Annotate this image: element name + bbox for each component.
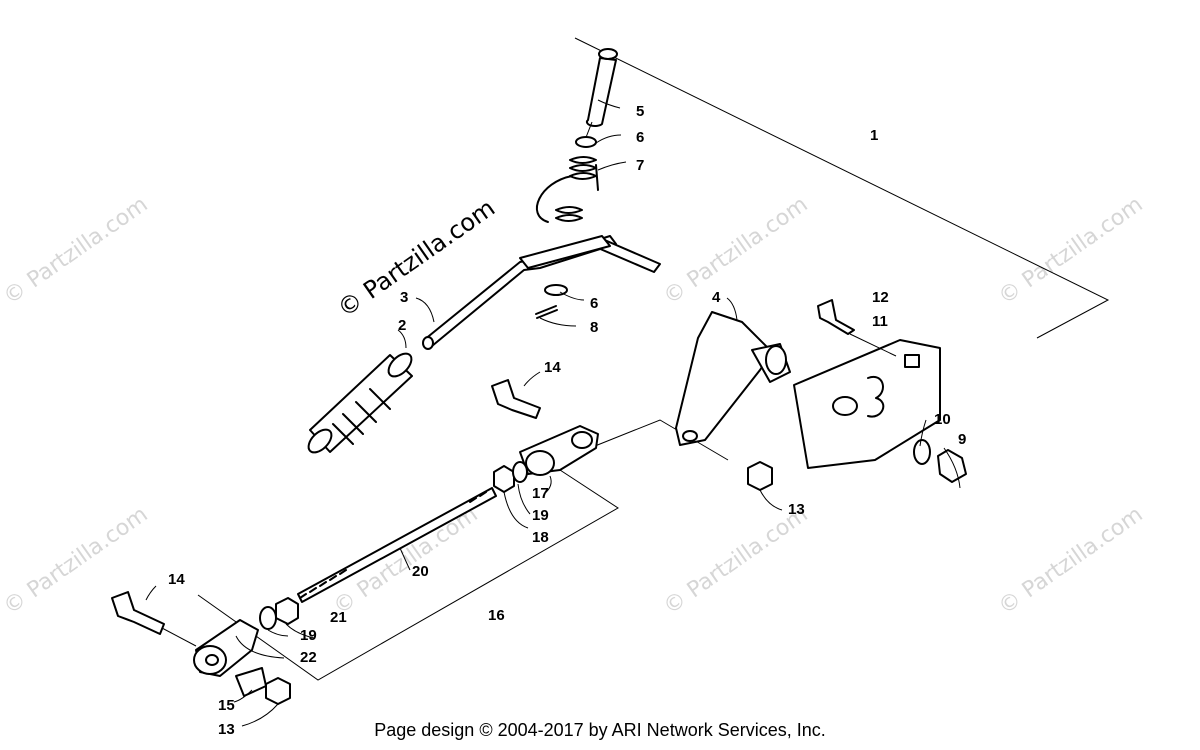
callout-8: 8 bbox=[590, 319, 598, 336]
callout-22: 22 bbox=[300, 649, 317, 666]
callout-12: 12 bbox=[872, 289, 889, 306]
centerline-rod-end bbox=[589, 419, 729, 461]
callouts: 1 2 3 4 5 6 6 7 8 9 10 11 12 13 13 14 14… bbox=[168, 103, 966, 738]
watermark-repeat: © Partzilla.com bbox=[994, 192, 1147, 310]
bolt-12 bbox=[817, 299, 897, 357]
callout-7: 7 bbox=[636, 157, 644, 174]
washer-upper bbox=[575, 136, 597, 148]
callout-17: 17 bbox=[532, 485, 549, 502]
rod-end-17 bbox=[519, 425, 599, 476]
mounting-plate bbox=[793, 339, 941, 469]
leader-lines bbox=[145, 99, 961, 727]
pedal-grip bbox=[307, 352, 413, 454]
torsion-spring bbox=[535, 156, 599, 223]
callout-15: 15 bbox=[218, 697, 235, 714]
nut-13-upper bbox=[747, 461, 773, 491]
assembly-bracket-1 bbox=[574, 37, 1110, 339]
threaded-rod bbox=[297, 487, 497, 603]
nut-13-lower bbox=[265, 677, 291, 705]
callout-11: 11 bbox=[872, 313, 888, 330]
callout-5: 5 bbox=[636, 103, 644, 120]
page-footer: Page design © 2004-2017 by ARI Network S… bbox=[374, 720, 826, 740]
callout-18: 18 bbox=[532, 529, 549, 546]
rod-end-22 bbox=[193, 619, 259, 677]
callout-2: 2 bbox=[398, 317, 406, 334]
cotter-pin bbox=[535, 305, 558, 319]
watermark-repeat: © Partzilla.com bbox=[659, 192, 812, 310]
callout-13-upper: 13 bbox=[788, 501, 805, 518]
callout-9: 9 bbox=[958, 431, 966, 448]
watermark-repeat: © Partzilla.com bbox=[994, 502, 1147, 620]
bolt-9 bbox=[937, 449, 967, 483]
callout-10: 10 bbox=[934, 411, 951, 428]
callout-13-lower: 13 bbox=[218, 721, 235, 738]
plate-15 bbox=[235, 667, 267, 697]
bolt-14-upper bbox=[491, 379, 541, 419]
callout-21: 21 bbox=[330, 609, 347, 626]
callout-14-lower: 14 bbox=[168, 571, 185, 588]
callout-20: 20 bbox=[412, 563, 429, 580]
callout-6-lower: 6 bbox=[590, 295, 598, 312]
shift-arm bbox=[675, 311, 791, 446]
callout-16: 16 bbox=[488, 607, 505, 624]
nut-21 bbox=[275, 597, 299, 625]
washer-19-lower bbox=[259, 606, 277, 630]
washer-10 bbox=[913, 439, 931, 465]
washer-19-upper bbox=[512, 461, 528, 483]
callout-19-upper: 19 bbox=[532, 507, 549, 524]
callout-1: 1 bbox=[870, 127, 878, 144]
callout-14-upper: 14 bbox=[544, 359, 561, 376]
clevis-pin bbox=[584, 48, 618, 141]
nut-18 bbox=[493, 465, 515, 493]
watermark-repeat: © Partzilla.com bbox=[659, 502, 812, 620]
callout-19-lower: 19 bbox=[300, 627, 317, 644]
watermark-repeat: © Partzilla.com bbox=[0, 192, 153, 310]
pedal-lever bbox=[422, 235, 661, 350]
callout-3: 3 bbox=[400, 289, 408, 306]
assembly-bracket-16 bbox=[197, 469, 619, 681]
callout-6-upper: 6 bbox=[636, 129, 644, 146]
callout-4: 4 bbox=[712, 289, 721, 306]
bolt-14-lower bbox=[111, 591, 197, 647]
